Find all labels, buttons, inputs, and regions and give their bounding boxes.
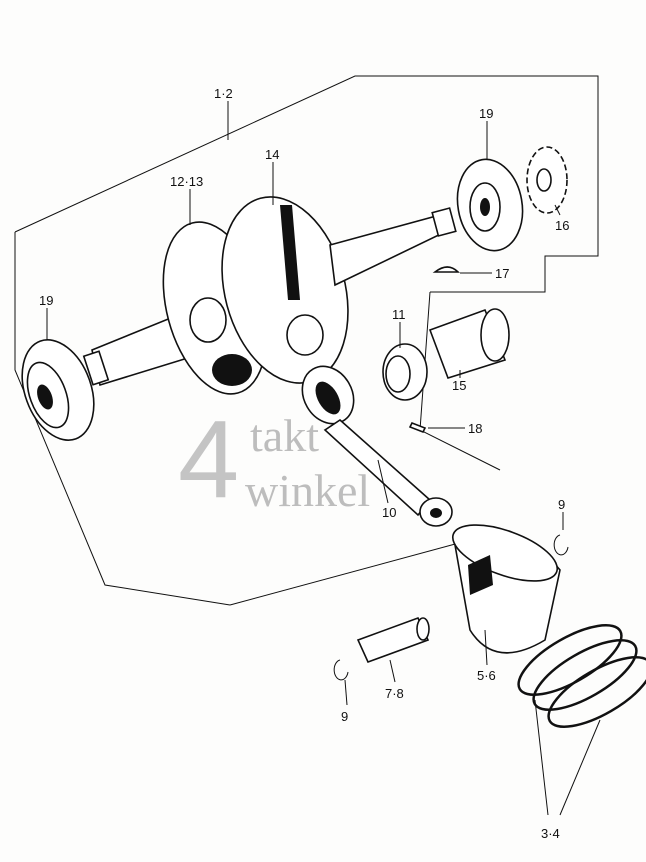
callout-18: 18 <box>468 421 482 436</box>
callout-10: 10 <box>382 505 396 520</box>
piston-pin <box>356 616 430 664</box>
sprocket <box>526 146 568 214</box>
watermark-logo: 4 takt winkel <box>178 398 370 521</box>
watermark-digit: 4 <box>178 398 239 521</box>
bearing-right <box>456 158 524 252</box>
callout-9-left: 9 <box>341 709 348 724</box>
callout-12-13: 12·13 <box>170 174 203 189</box>
clip-right <box>553 534 569 556</box>
callout-7-8: 7·8 <box>385 686 404 701</box>
callout-11: 11 <box>392 307 406 322</box>
watermark-line1: takt <box>250 410 319 461</box>
callout-1-2: 1·2 <box>214 86 233 101</box>
bearing-left <box>21 339 95 441</box>
flywheel-right <box>221 196 349 384</box>
callout-9-right: 9 <box>558 497 565 512</box>
piston <box>451 524 561 654</box>
woodruff-key <box>432 266 460 273</box>
needle-bearing <box>382 343 428 401</box>
callout-14: 14 <box>265 147 279 162</box>
crankshaft-right-shaft <box>329 207 457 287</box>
callout-3-4: 3·4 <box>541 826 560 841</box>
crank-pin <box>428 308 510 379</box>
piston-rings <box>517 624 646 728</box>
leader-lines <box>46 101 601 816</box>
callout-19-right: 19 <box>479 106 493 121</box>
watermark-line2: winkel <box>245 465 370 516</box>
callout-17: 17 <box>495 266 509 281</box>
callout-15: 15 <box>452 378 466 393</box>
callout-16: 16 <box>555 218 569 233</box>
pin <box>408 421 427 434</box>
callout-19-left: 19 <box>39 293 53 308</box>
clip-left <box>333 659 349 681</box>
callout-5-6: 5·6 <box>477 668 496 683</box>
group-boundary-lower <box>229 539 471 606</box>
connecting-rod <box>301 365 453 527</box>
